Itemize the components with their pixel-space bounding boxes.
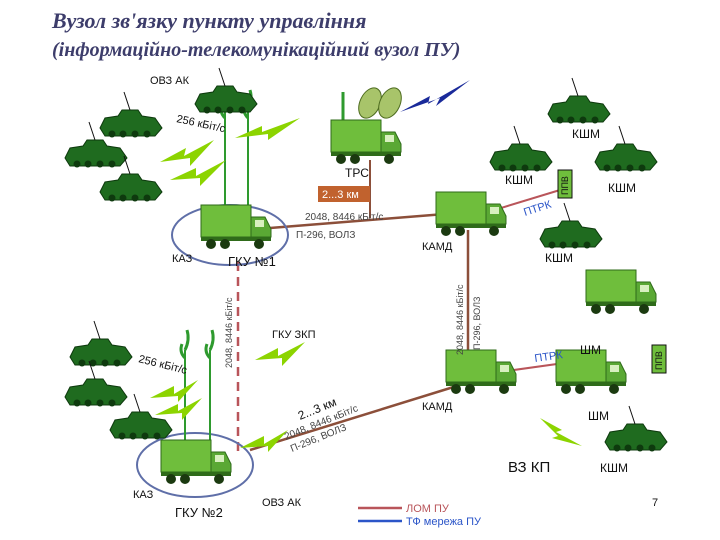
satellite-dish-icon	[378, 87, 402, 119]
truck-icon	[435, 191, 507, 237]
ovz-ak-bottom-label: ОВЗ АК	[262, 497, 302, 509]
kshm-label-bottom: КШМ	[600, 461, 628, 475]
shm-label-2: ШМ	[588, 409, 609, 423]
link-1-medium-label: П-296, ВОЛЗ	[296, 230, 355, 241]
lightning-icon	[255, 342, 305, 366]
range-1-box	[318, 186, 370, 202]
kaz-1-label: КАЗ	[172, 253, 193, 265]
vertical-link-rate-label: 2048, 8446 кБіт/с	[455, 284, 465, 355]
truck-icon	[445, 349, 517, 395]
armored-vehicle-icon	[69, 320, 133, 367]
ptrk-1-label: ПТРК	[522, 198, 553, 218]
armored-vehicle-icon	[489, 125, 553, 172]
armored-vehicle-icon	[547, 77, 611, 124]
rate-left-label: 256 кБіт/с	[137, 353, 188, 377]
lightning-icon	[540, 418, 582, 446]
truck-icon	[200, 204, 272, 250]
truck-icon	[585, 269, 657, 315]
ptrk-2-label: ПТРК	[534, 349, 564, 365]
kshm-label-2: КШМ	[505, 173, 533, 187]
kshm-label-3: КШМ	[608, 181, 636, 195]
gku2-label: ГКУ №2	[175, 505, 223, 520]
vz-kp-label: ВЗ КП	[508, 459, 550, 476]
legend-tf-label: ТФ мережа ПУ	[406, 516, 482, 528]
page-number: 7	[652, 497, 658, 509]
lightning-icon	[170, 160, 226, 186]
gku-zkp-label: ГКУ ЗКП	[272, 329, 316, 341]
kamd-1-label: КАМД	[422, 241, 453, 253]
armored-vehicle-icon	[604, 405, 668, 452]
kamd-2-label: КАМД	[422, 401, 453, 413]
ppv-box-1	[557, 169, 573, 199]
vertical-link-medium-label: П-296, ВОЛЗ	[472, 297, 482, 350]
shm-label-1: ШМ	[580, 343, 601, 357]
kshm-label-1: КШМ	[572, 127, 600, 141]
lightning-icon	[160, 140, 214, 166]
page-subtitle: (інформаційно-телекомунікаційний вузол П…	[52, 39, 460, 61]
ppv-label-1: ППВ	[560, 176, 570, 195]
ovz-ak-top-label: ОВЗ АК	[150, 75, 190, 87]
kshm-label-4: КШМ	[545, 251, 573, 265]
lightning-icon	[150, 380, 198, 402]
lightning-icon	[235, 118, 300, 140]
truck-icon	[160, 439, 232, 485]
ppv-box-2	[651, 344, 667, 374]
armored-vehicle-icon	[99, 91, 163, 138]
lightning-icon	[400, 80, 470, 112]
page-title: Вузол зв'язку пункту управління	[51, 8, 366, 33]
lightning-icon	[240, 430, 288, 452]
range-1-label: 2...3 км	[322, 189, 359, 201]
link-gku2-kamd	[249, 383, 461, 452]
kaz-2-label: КАЗ	[133, 489, 154, 501]
link-1-rate-label: 2048, 8446 кБіт/с	[305, 212, 383, 223]
rate-top-label: 256 кБіт/с	[175, 113, 226, 135]
armored-vehicle-icon	[64, 360, 128, 407]
gku1-label: ГКУ №1	[228, 254, 276, 269]
left-vertical-link-label: 2048, 8446 кБіт/с	[224, 297, 234, 368]
armored-vehicle-icon	[594, 125, 658, 172]
legend-lom-label: ЛОМ ПУ	[406, 503, 450, 515]
gku2-zone	[136, 432, 254, 498]
armored-vehicle-icon	[194, 67, 258, 114]
truck-icon	[330, 119, 402, 165]
trs-label: ТРС	[345, 166, 369, 180]
ppv-label-2: ППВ	[654, 351, 664, 370]
